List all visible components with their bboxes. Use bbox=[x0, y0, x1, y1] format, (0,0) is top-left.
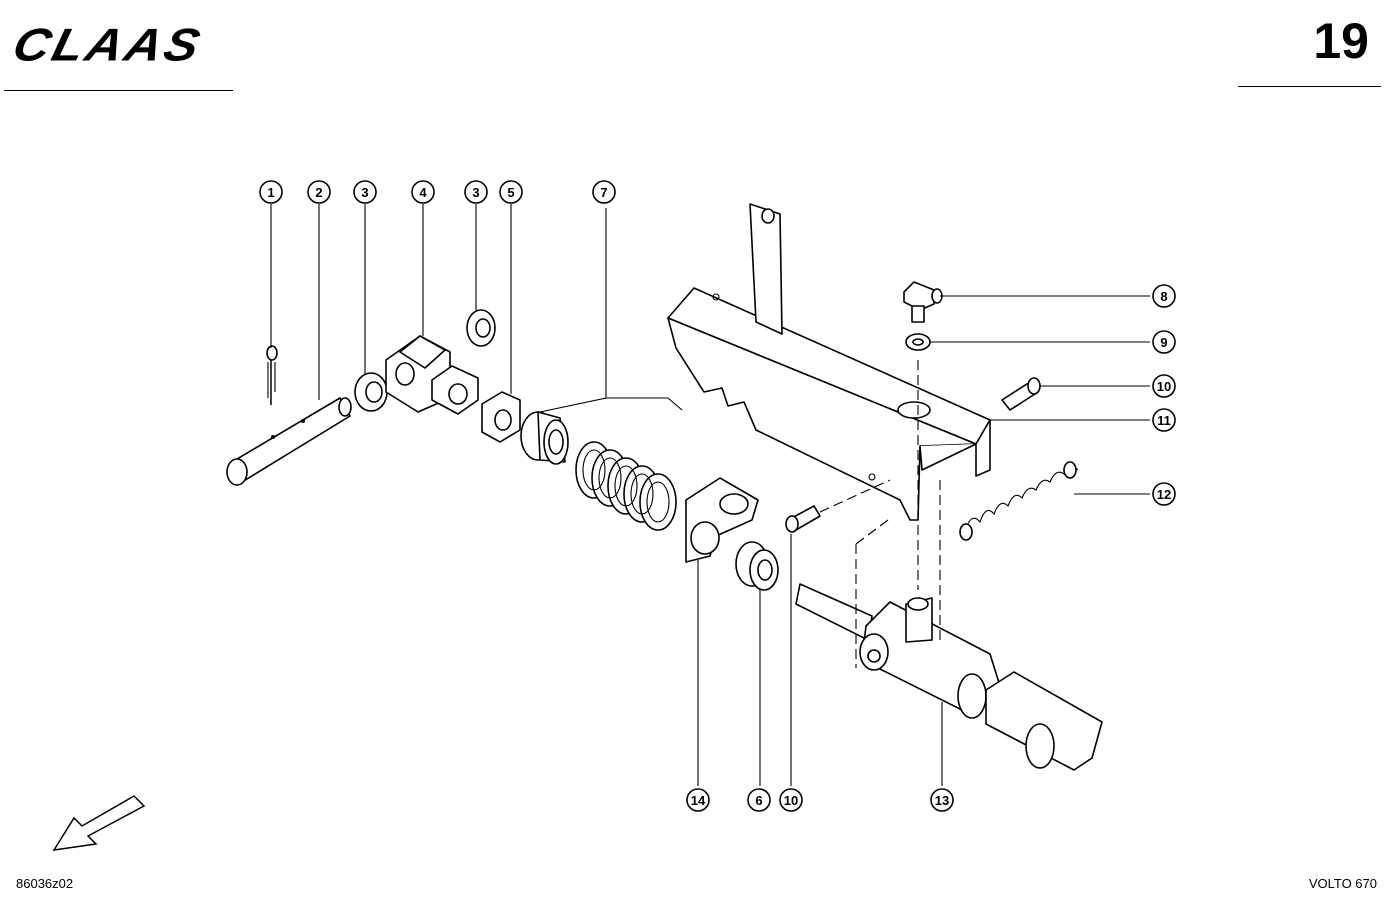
callout-10b: 10 bbox=[779, 788, 803, 812]
clevis-4 bbox=[385, 335, 479, 415]
washer-9 bbox=[905, 333, 931, 351]
svg-text:1: 1 bbox=[267, 185, 274, 200]
spring-7 bbox=[575, 441, 677, 531]
svg-text:11: 11 bbox=[1157, 413, 1171, 428]
header-rule-right bbox=[1238, 86, 1381, 87]
bracket-14 bbox=[685, 477, 759, 563]
drawing-code: 86036z02 bbox=[16, 876, 74, 891]
callout-9: 9 bbox=[1152, 330, 1176, 354]
callout-8: 8 bbox=[1152, 284, 1176, 308]
callout-11: 11 bbox=[1152, 408, 1176, 432]
svg-text:13: 13 bbox=[935, 793, 949, 808]
leader-lines bbox=[270, 204, 1150, 786]
arrow-down-left-icon bbox=[52, 795, 146, 851]
elbow-fitting-8 bbox=[903, 281, 943, 323]
svg-text:3: 3 bbox=[472, 185, 479, 200]
frame-11 bbox=[667, 203, 991, 521]
callout-3a: 3 bbox=[353, 180, 377, 204]
svg-text:14: 14 bbox=[691, 793, 706, 808]
model-name: VOLTO 670 bbox=[1308, 876, 1377, 891]
callout-6: 6 bbox=[747, 788, 771, 812]
callout-13: 13 bbox=[930, 788, 954, 812]
svg-text:10: 10 bbox=[1157, 379, 1171, 394]
svg-text:2: 2 bbox=[315, 185, 322, 200]
callout-10a: 10 bbox=[1152, 374, 1176, 398]
callout-3b: 3 bbox=[464, 180, 488, 204]
callout-12: 12 bbox=[1152, 482, 1176, 506]
screw-10b bbox=[1001, 377, 1041, 411]
spring-12 bbox=[959, 461, 1079, 541]
callout-2: 2 bbox=[307, 180, 331, 204]
washer-3b bbox=[466, 309, 496, 347]
callout-7: 7 bbox=[592, 180, 616, 204]
cylinder-13 bbox=[795, 583, 1103, 771]
svg-text:6: 6 bbox=[755, 793, 762, 808]
header-rule-left bbox=[4, 90, 233, 91]
washer-3a bbox=[354, 372, 388, 412]
cotter-pin-1 bbox=[266, 345, 278, 405]
svg-text:8: 8 bbox=[1160, 289, 1167, 304]
pin-2 bbox=[226, 397, 352, 486]
svg-text:3: 3 bbox=[361, 185, 368, 200]
svg-text:10: 10 bbox=[784, 793, 798, 808]
bushing bbox=[520, 411, 569, 465]
svg-text:5: 5 bbox=[507, 185, 514, 200]
svg-text:12: 12 bbox=[1157, 487, 1171, 502]
nut-5 bbox=[481, 391, 521, 443]
page-number: 19 bbox=[1313, 13, 1369, 69]
svg-text:9: 9 bbox=[1160, 335, 1167, 350]
assembly-lines bbox=[539, 208, 941, 668]
svg-text:4: 4 bbox=[419, 185, 427, 200]
bushing-6 bbox=[735, 541, 779, 591]
svg-text:7: 7 bbox=[600, 185, 607, 200]
callout-5: 5 bbox=[499, 180, 523, 204]
callout-1: 1 bbox=[259, 180, 283, 204]
callout-14: 14 bbox=[686, 788, 710, 812]
screw-10a bbox=[785, 505, 821, 533]
callout-4: 4 bbox=[411, 180, 435, 204]
